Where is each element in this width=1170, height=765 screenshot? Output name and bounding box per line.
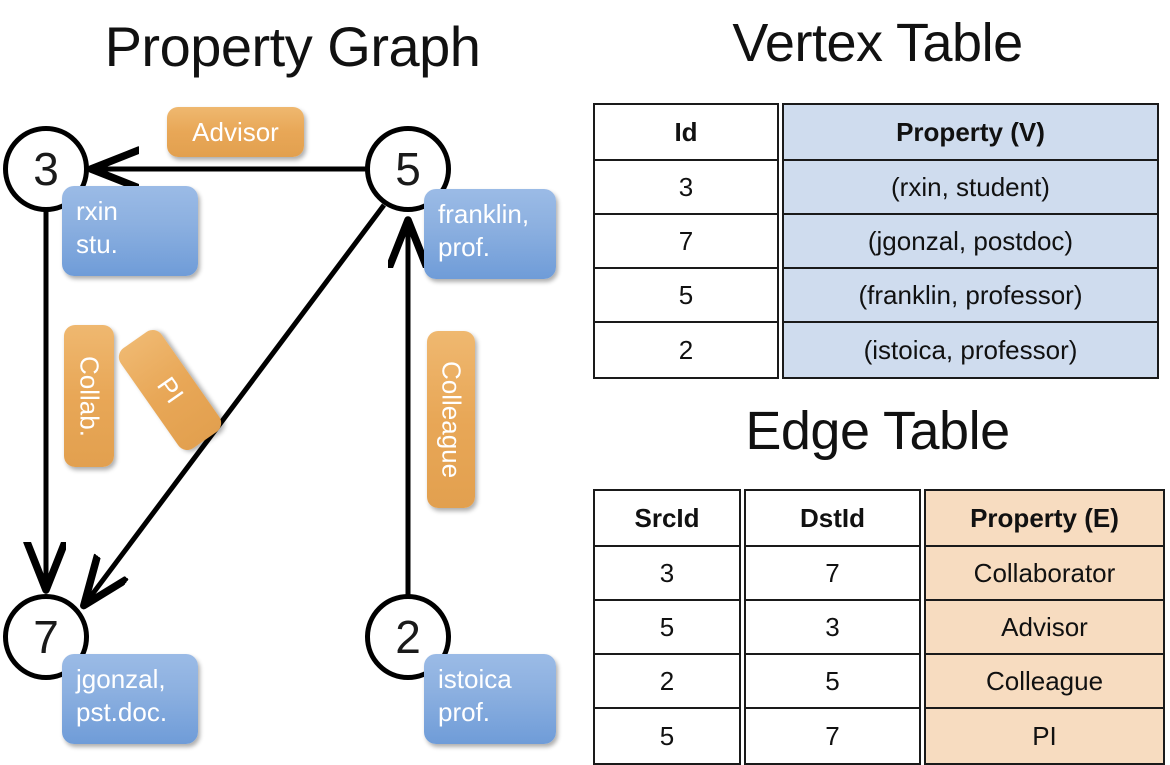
- edge-table: SrcId 3 5 2 5 DstId 7 3 5 7 Property (E)…: [593, 489, 1165, 765]
- edge-table-header-dstid: DstId: [746, 491, 919, 547]
- edge-table-cell-property: Advisor: [926, 601, 1163, 655]
- page-title-vertex-table: Vertex Table: [732, 13, 1023, 73]
- edge-table-cell-srcid: 5: [595, 709, 739, 763]
- vertex-property-rxin-line2: stu.: [76, 228, 118, 259]
- graph-node-2[interactable]: 2: [365, 594, 451, 680]
- edge-label-advisor-text: Advisor: [192, 116, 279, 147]
- vertex-table-cell-id: 2: [595, 323, 777, 377]
- edge-table-cell-dstid: 7: [746, 709, 919, 763]
- edge-table-header-srcid: SrcId: [595, 491, 739, 547]
- graph-edge-arrows: [0, 0, 585, 620]
- edge-table-cell-dstid: 7: [746, 547, 919, 601]
- edge-table-cell-property: Colleague: [926, 655, 1163, 709]
- edge-table-column-dstid: DstId 7 3 5 7: [744, 489, 921, 765]
- vertex-property-franklin-line1: franklin,: [438, 199, 530, 229]
- vertex-property-jgonzal-line2: pst.doc.: [76, 696, 168, 727]
- edge-table-cell-dstid: 5: [746, 655, 919, 709]
- edge-label-collab[interactable]: Collab.: [64, 325, 114, 467]
- edge-table-cell-srcid: 3: [595, 547, 739, 601]
- property-graph-diagram: 3 5 7 2 rxin stu. franklin, prof. jgonza…: [0, 0, 585, 760]
- page-title-property-graph: Property Graph: [104, 15, 481, 78]
- vertex-property-box-jgonzal[interactable]: jgonzal, pst.doc.: [62, 654, 198, 744]
- vertex-property-jgonzal-line1: jgonzal,: [76, 664, 166, 694]
- vertex-property-istoica-line2: prof.: [438, 696, 491, 727]
- graph-node-5[interactable]: 5: [365, 126, 451, 212]
- vertex-table-cell-id: 5: [595, 269, 777, 323]
- vertex-table-cell-property: (rxin, student): [784, 161, 1157, 215]
- edge-table-header-property: Property (E): [926, 491, 1163, 547]
- edge-table-column-property: Property (E) Collaborator Advisor Collea…: [924, 489, 1165, 765]
- graph-node-3-label: 3: [33, 143, 59, 195]
- graph-node-5-label: 5: [395, 143, 421, 195]
- vertex-property-box-rxin[interactable]: rxin stu.: [62, 186, 198, 276]
- vertex-property-franklin-line2: prof.: [438, 231, 491, 262]
- vertex-property-box-franklin[interactable]: franklin, prof.: [424, 189, 556, 279]
- vertex-table-cell-id: 3: [595, 161, 777, 215]
- edge-label-colleague-text: Colleague: [436, 360, 467, 479]
- vertex-table-header-id: Id: [595, 105, 777, 161]
- edge-table-cell-srcid: 5: [595, 601, 739, 655]
- vertex-table-cell-property: (jgonzal, postdoc): [784, 215, 1157, 269]
- vertex-table-column-property: Property (V) (rxin, student) (jgonzal, p…: [782, 103, 1159, 379]
- graph-node-7-label: 7: [33, 611, 59, 663]
- vertex-table-header-property: Property (V): [784, 105, 1157, 161]
- page-title-edge-table: Edge Table: [745, 401, 1010, 461]
- vertex-table-cell-property: (franklin, professor): [784, 269, 1157, 323]
- vertex-property-box-istoica[interactable]: istoica prof.: [424, 654, 556, 744]
- edge-table-cell-dstid: 3: [746, 601, 919, 655]
- edge-table-cell-property: Collaborator: [926, 547, 1163, 601]
- vertex-table-column-id: Id 3 7 5 2: [593, 103, 779, 379]
- edge-arrow-5-to-7: [85, 203, 387, 604]
- edge-table-column-srcid: SrcId 3 5 2 5: [593, 489, 741, 765]
- edge-label-colleague[interactable]: Colleague: [427, 331, 475, 508]
- graph-node-2-label: 2: [395, 611, 421, 663]
- edge-table-cell-property: PI: [926, 709, 1163, 763]
- edge-label-advisor[interactable]: Advisor: [167, 107, 304, 157]
- vertex-table: Id 3 7 5 2 Property (V) (rxin, student) …: [593, 103, 1159, 379]
- vertex-table-cell-id: 7: [595, 215, 777, 269]
- vertex-property-istoica-line1: istoica: [438, 664, 512, 694]
- edge-label-collab-text: Collab.: [74, 355, 105, 437]
- vertex-table-cell-property: (istoica, professor): [784, 323, 1157, 377]
- edge-label-pi-text: PI: [151, 371, 190, 409]
- edge-table-cell-srcid: 2: [595, 655, 739, 709]
- vertex-property-rxin-line1: rxin: [76, 196, 118, 226]
